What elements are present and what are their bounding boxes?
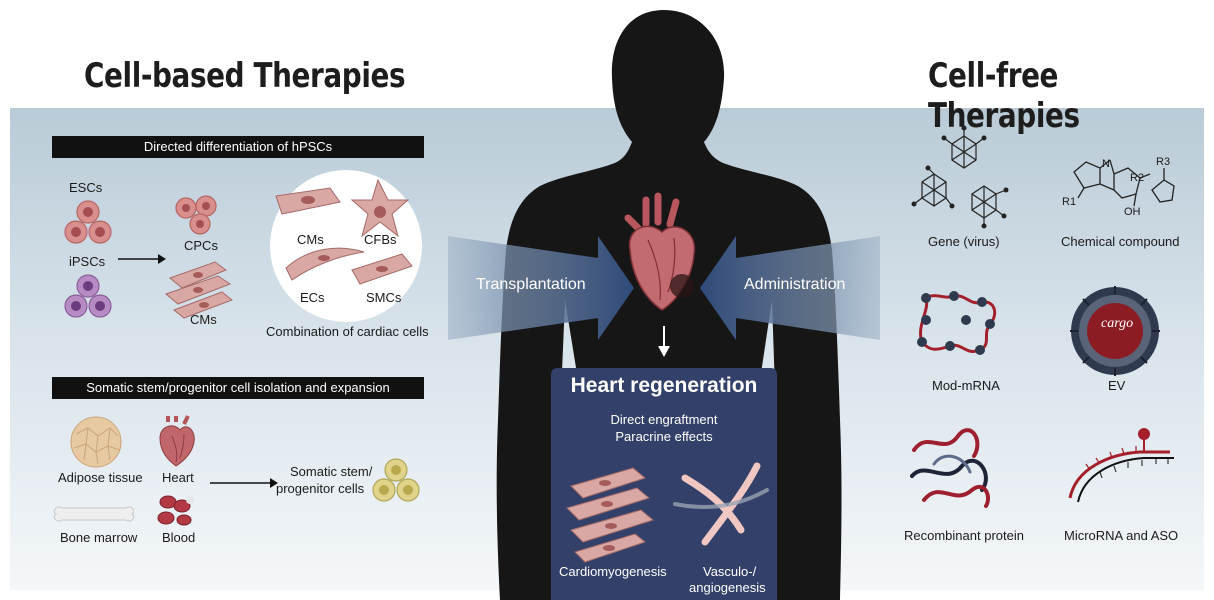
cfbs-label: CFBs (364, 232, 397, 247)
chem-r3-label: R3 (1156, 156, 1170, 168)
somatic-label-line1: Somatic stem/ (290, 464, 372, 479)
chem-r2-label: R2 (1130, 172, 1144, 184)
chem-oh-label: OH (1124, 206, 1141, 218)
microrna-aso-label: MicroRNA and ASO (1064, 528, 1178, 543)
vasculo-label-line2: angiogenesis (689, 580, 766, 595)
chem-r1-label: R1 (1062, 196, 1076, 208)
section-bar-somatic: Somatic stem/progenitor cell isolation a… (52, 377, 424, 399)
gene-virus-icon (912, 134, 1016, 228)
cardiomyogenesis-label: Cardiomyogenesis (559, 564, 667, 579)
cpc-cells-icon (172, 196, 228, 240)
combination-label: Combination of cardiac cells (266, 324, 429, 339)
chemical-compound-label: Chemical compound (1061, 234, 1180, 249)
cms-label-left: CMs (190, 312, 217, 327)
ecs-label: ECs (300, 290, 325, 305)
bone-marrow-label: Bone marrow (60, 530, 137, 545)
direct-engraftment-label: Direct engraftment (551, 412, 777, 427)
administration-label: Administration (744, 276, 845, 294)
ev-label: EV (1108, 378, 1125, 393)
mod-mrna-label: Mod-mRNA (932, 378, 1000, 393)
heart-regeneration-panel: Heart regeneration Direct engraftment Pa… (551, 368, 777, 600)
esc-cells-icon (60, 200, 120, 250)
adipose-label: Adipose tissue (58, 470, 143, 485)
somatic-label-line2: progenitor cells (276, 481, 364, 496)
central-heart-icon (618, 196, 706, 314)
blood-cells-icon (156, 492, 196, 528)
recombinant-protein-icon (904, 420, 1000, 510)
section-bar-hpsc: Directed differentiation of hPSCs (52, 136, 424, 158)
chemical-compound-icon (1060, 140, 1178, 224)
vasculo-label-line1: Vasculo-/ (703, 564, 756, 579)
cardiomyocytes-icon (160, 258, 240, 318)
chem-n-label: N (1102, 158, 1110, 170)
paracrine-effects-label: Paracrine effects (551, 429, 777, 444)
vasculo-angiogenesis-icon (675, 460, 771, 546)
heart-label: Heart (162, 470, 194, 485)
heart-icon (154, 416, 198, 468)
cargo-label: cargo (1101, 316, 1133, 332)
cpcs-label: CPCs (184, 238, 218, 253)
ipscs-label: iPSCs (69, 254, 105, 269)
transplantation-label: Transplantation (476, 276, 586, 294)
arrow-right-icon (210, 476, 280, 490)
blood-label: Blood (162, 530, 195, 545)
mod-mrna-icon (916, 290, 1000, 356)
somatic-cells-icon (370, 458, 426, 504)
gene-virus-label: Gene (virus) (928, 234, 1000, 249)
arrow-down-icon (656, 326, 672, 358)
smcs-label: SMCs (366, 290, 401, 305)
heart-regeneration-title: Heart regeneration (551, 374, 777, 398)
microrna-aso-icon (1060, 428, 1176, 504)
cardiomyogenesis-icon (561, 464, 661, 564)
adipose-tissue-icon (70, 416, 122, 468)
recombinant-protein-label: Recombinant protein (904, 528, 1024, 543)
ipsc-cells-icon (60, 274, 120, 324)
cms-label-circle: CMs (297, 232, 324, 247)
escs-label: ESCs (69, 180, 102, 195)
bone-icon (52, 504, 136, 524)
